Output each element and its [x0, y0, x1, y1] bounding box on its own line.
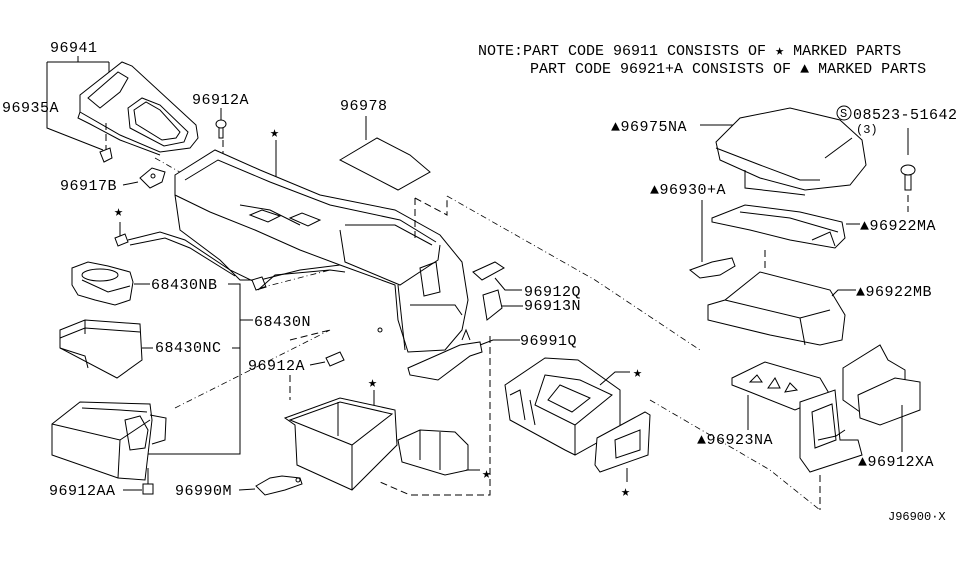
label-96991Q: 96991Q — [520, 333, 577, 350]
bracket-96990M — [255, 475, 303, 496]
label-96922MB: ▲96922MB — [856, 284, 932, 301]
label-96912XA: ▲96912XA — [858, 454, 934, 471]
label-96990M: 96990M — [175, 483, 232, 500]
star-marker-lid: ★ — [621, 484, 631, 501]
part-armrest-hinge-bracket — [799, 389, 863, 473]
part-lower-console-box — [283, 397, 469, 491]
note-line-1: NOTE:PART CODE 96911 CONSISTS OF ★ MARKE… — [478, 43, 901, 60]
diagram-code: J96900·X — [888, 510, 946, 524]
part-96991Q-bracket — [407, 328, 483, 381]
star-marker-console: ★ — [270, 125, 280, 142]
label-96930A: ▲96930+A — [650, 182, 726, 199]
note-line-2: PART CODE 96921+A CONSISTS OF ▲ MARKED P… — [530, 61, 926, 78]
label-08523-51642: 08523-51642 — [853, 107, 958, 124]
part-cupholder-lid — [594, 411, 651, 473]
label-96917B: 96917B — [60, 178, 117, 195]
star-marker-harness: ★ — [114, 204, 124, 221]
label-96941: 96941 — [50, 40, 98, 57]
part-center-console — [174, 149, 469, 353]
label-68430NB: 68430NB — [151, 277, 218, 294]
triangle-icon: ▲ — [800, 61, 809, 78]
note-block: NOTE:PART CODE 96911 CONSISTS OF ★ MARKE… — [478, 43, 926, 78]
clip-96912A-mid — [325, 351, 345, 367]
label-96912Q: 96912Q — [524, 284, 581, 301]
screw-08523 — [900, 164, 916, 191]
part-96975NA-armrest-lid — [715, 107, 867, 196]
part-cupholder-frame — [504, 357, 621, 456]
star-icon: ★ — [775, 43, 784, 60]
part-96922MB-cushion — [707, 271, 846, 346]
part-68430N-console-box — [51, 401, 167, 481]
star-marker-bracket: ★ — [482, 466, 492, 483]
part-96912XA-pad — [842, 344, 921, 426]
part-96941-shift-panel — [77, 61, 199, 163]
label-96913N: 96913N — [524, 298, 581, 315]
label-96912A-mid: 96912A — [248, 358, 305, 375]
screw-symbol: S — [836, 105, 852, 121]
star-marker-lower-box: ★ — [368, 375, 378, 392]
label-96922MA: ▲96922MA — [860, 218, 936, 235]
part-96922MA-base — [711, 204, 846, 249]
label-96912A-top: 96912A — [192, 92, 249, 109]
label-96935A: 96935A — [2, 100, 59, 117]
label-96975NA: ▲96975NA — [611, 119, 687, 136]
clip-96912AA — [142, 468, 154, 495]
part-96930A-latch — [688, 257, 736, 279]
label-96912AA: 96912AA — [49, 483, 116, 500]
star-marker-cupholder: ★ — [633, 365, 643, 382]
part-68430NC-tray — [59, 319, 143, 379]
part-wire-harness — [114, 222, 346, 291]
part-96913N-clip — [482, 289, 503, 321]
part-96912Q-lid — [472, 261, 505, 281]
label-96923NA: ▲96923NA — [697, 432, 773, 449]
label-08523-quantity: (3) — [856, 123, 878, 137]
bolt-96912A — [215, 119, 227, 139]
label-68430N: 68430N — [254, 314, 311, 331]
clip-96917B — [139, 167, 166, 189]
label-96978: 96978 — [340, 98, 388, 115]
part-96978-pad — [338, 137, 431, 191]
part-68430NB-cup-holder — [71, 261, 134, 306]
label-68430NC: 68430NC — [155, 340, 222, 357]
screw-s-marker: S — [840, 107, 847, 121]
